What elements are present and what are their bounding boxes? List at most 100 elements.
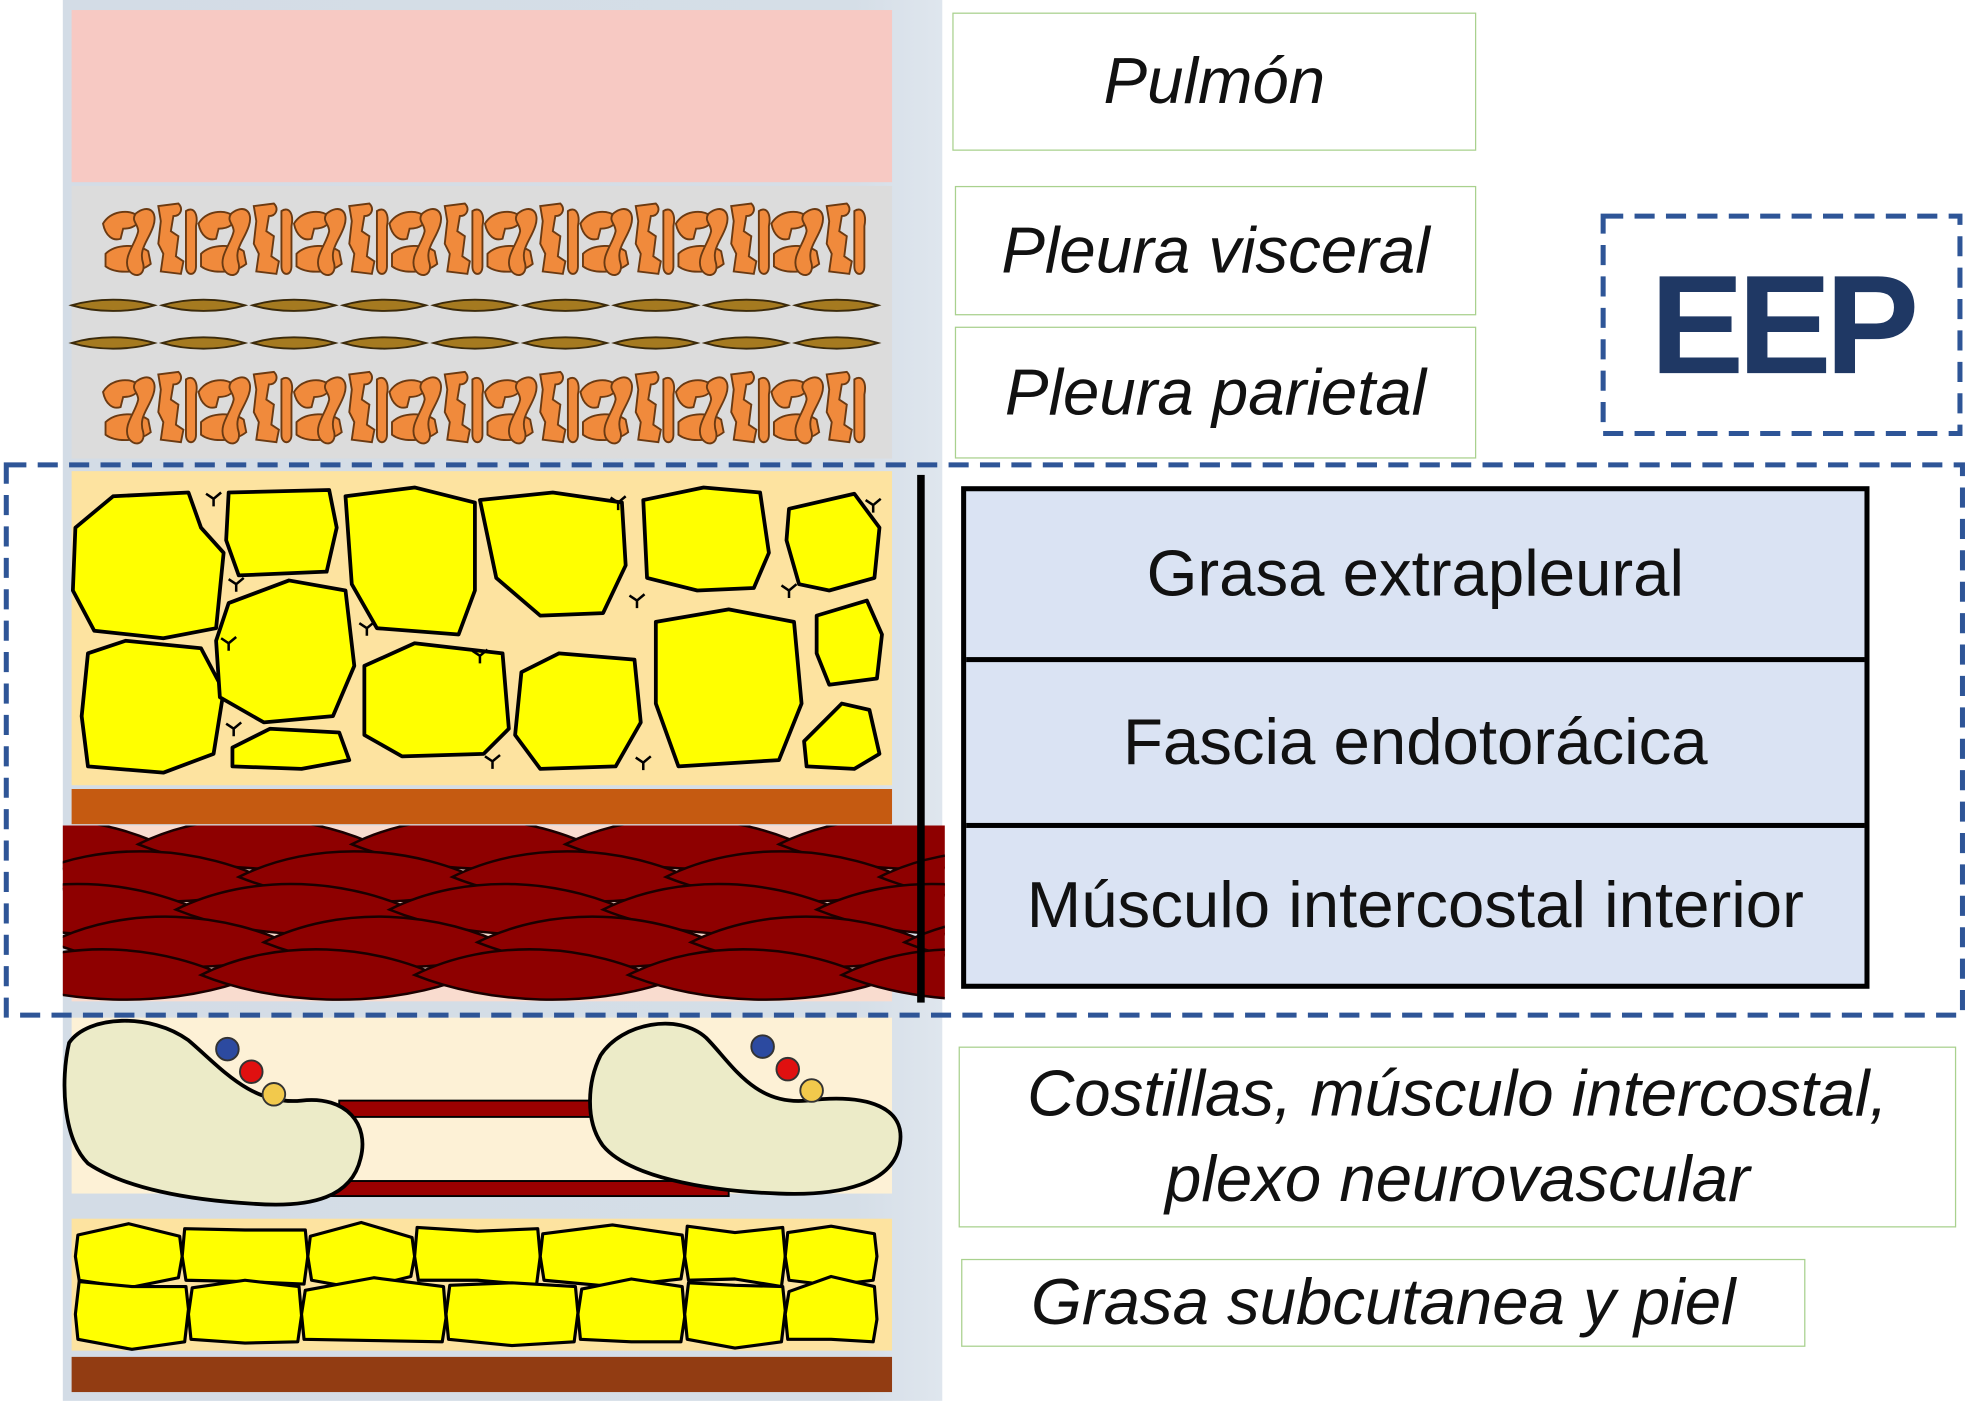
row-musculo-intercostal-interior: Músculo intercostal interior (966, 828, 1864, 984)
pleura-cell (539, 202, 567, 275)
pleural-membrane-segment (68, 336, 158, 350)
subcutaneous-fat-cell (413, 1225, 542, 1287)
subcutaneous-fat-cell (783, 1274, 879, 1344)
label-costillas-line2: plexo neurovascular (1165, 1143, 1750, 1217)
pleura-cell (794, 376, 824, 445)
label-pleura-visceral-text: Pleura visceral (1001, 214, 1430, 288)
pleura-cell (412, 208, 442, 276)
artery-left (239, 1059, 264, 1084)
pleura-cell (757, 376, 771, 444)
label-pulmon-text: Pulmón (1103, 45, 1326, 119)
pleura-cell (825, 370, 853, 444)
pleura-cell (853, 208, 866, 275)
pleura-cell (388, 210, 427, 241)
pleural-membrane-segment (520, 336, 611, 350)
subcutaneous-fat-cell (538, 1223, 687, 1289)
pleura-cell (770, 379, 809, 409)
subcutaneous-fat-cell (306, 1220, 417, 1291)
pleura-cell (317, 376, 347, 445)
pleura-cell (699, 376, 729, 445)
pleura-cell (443, 370, 471, 444)
pleura-cell (825, 202, 853, 275)
vein-right (750, 1034, 775, 1059)
pleural-membrane-segment (68, 298, 158, 312)
pleural-membrane-segment (249, 298, 339, 312)
pleural-membranes-group (68, 298, 882, 350)
pleura-cell (699, 208, 729, 276)
fat-cell (362, 641, 511, 759)
pleura-cell (185, 208, 198, 275)
pleura-cell (348, 370, 376, 444)
intercostal-muscle-bar-upper (338, 1099, 617, 1118)
pleura-cells-group (102, 202, 866, 445)
label-pleura-parietal: Pleura parietal (954, 326, 1477, 459)
row-fascia-endotoracica-text: Fascia endotorácica (1122, 706, 1708, 779)
subcutaneous-fat-cell (73, 1279, 191, 1351)
pleural-membrane-segment (339, 298, 430, 312)
label-pleura-parietal-text: Pleura parietal (1004, 356, 1427, 430)
rib-left (62, 1018, 365, 1207)
pleural-membrane-segment (701, 298, 792, 312)
pleural-membrane-segment (158, 298, 249, 312)
pleura-cell (102, 379, 140, 409)
pleura-cell (662, 376, 675, 444)
pleural-membrane-segment (611, 298, 701, 312)
fat-cell (641, 485, 771, 593)
pleura-cell (375, 376, 389, 444)
fat-cell (224, 488, 339, 578)
subcutaneous-fat-cell (186, 1278, 304, 1345)
pleura-cell (730, 370, 758, 444)
vein-left (215, 1036, 240, 1062)
fat-cell (653, 607, 804, 769)
pleura-cell (603, 208, 633, 276)
pleura-cell (566, 376, 580, 444)
rib-right (588, 1021, 903, 1196)
fat-cell (513, 651, 643, 771)
fat-cell (79, 638, 226, 775)
muscle-fibers-group (62, 825, 945, 1001)
pleura-cell (157, 202, 185, 275)
pleura-cell (674, 379, 713, 409)
pleural-membrane-segment (430, 298, 520, 312)
pleura-cell (126, 376, 156, 445)
pleura-cell (508, 376, 538, 445)
pleura-cell (221, 376, 251, 445)
pleura-cell (221, 208, 251, 276)
subcutaneous-fat-cell (683, 1224, 787, 1289)
pleura-cell (197, 210, 236, 241)
row-grasa-extrapleural-text: Grasa extrapleural (1146, 537, 1685, 611)
pleural-membrane-segment (611, 336, 701, 350)
fat-cell (214, 578, 357, 725)
pleura-cell (252, 202, 280, 275)
subcutaneous-fat-cell (73, 1222, 184, 1290)
label-pleura-visceral: Pleura visceral (954, 185, 1477, 316)
pleura-cell (662, 208, 675, 275)
pleura-cell (443, 202, 471, 275)
nerve-left (261, 1082, 287, 1107)
label-grasa-subcutanea: Grasa subcutanea y piel (961, 1258, 1806, 1347)
pleural-membrane-segment (792, 336, 882, 350)
pleura-cell (757, 208, 771, 275)
label-grasa-subcutanea-text: Grasa subcutanea y piel (1030, 1266, 1736, 1340)
pleura-cell (102, 210, 140, 241)
skin-band (71, 1356, 893, 1393)
pleura-cell (292, 210, 331, 241)
pleura-cell (634, 202, 662, 275)
pleural-membrane-segment (249, 336, 339, 350)
pleura-cell (853, 376, 866, 444)
pleura-cell (317, 208, 347, 276)
nerve-right (799, 1078, 824, 1103)
row-grasa-extrapleural: Grasa extrapleural (966, 491, 1865, 663)
eep-components-table: Grasa extrapleural Fascia endotorácica M… (961, 486, 1870, 989)
subcutaneous-fat-cell (576, 1277, 687, 1344)
endothoracic-fascia-band (71, 789, 893, 825)
subcutaneous-fat-cells-group (73, 1220, 879, 1351)
pleura-cell (157, 370, 185, 444)
subcutaneous-fat-cell (683, 1281, 787, 1350)
pleura-cell (634, 370, 662, 444)
pleura-cell (579, 379, 618, 409)
pleura-cell (471, 208, 484, 275)
pleura-cell (471, 376, 484, 444)
label-costillas-line1: Costillas, músculo intercostal, (1027, 1057, 1888, 1131)
pleural-membrane-segment (339, 336, 430, 350)
